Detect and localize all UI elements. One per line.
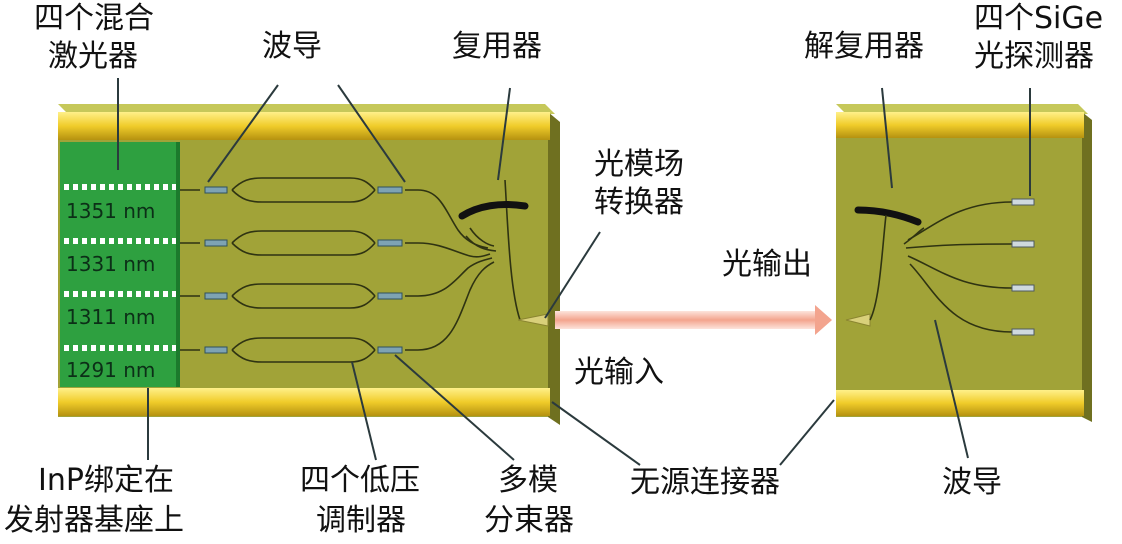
transmitter-bottom-gold-rail	[58, 388, 550, 416]
modulator-pads	[204, 186, 403, 354]
wavelength-label-1291: 1291 nm	[66, 358, 156, 382]
modulator-waveguides	[180, 177, 418, 363]
transmitter-mode-converter	[517, 313, 549, 327]
photodetectors	[1011, 198, 1035, 336]
leader-lines	[117, 78, 1031, 466]
transmitter-chip-top-face	[58, 104, 555, 114]
wavelength-label-1351: 1351 nm	[66, 199, 156, 223]
label-optical-output: 光输出	[722, 247, 812, 282]
label-modulators-line2: 调制器	[316, 503, 406, 538]
label-waveguide-top: 波导	[262, 29, 322, 64]
transmitter-chip-side-face	[548, 112, 560, 425]
routing-waveguides-rx	[869, 201, 1013, 333]
label-demux: 解复用器	[804, 29, 924, 64]
transmitter-top-gold-rail	[58, 112, 550, 140]
label-lasers-line1: 四个混合	[34, 1, 154, 36]
mux-grating	[458, 200, 529, 220]
label-mode-converter-line2: 转换器	[594, 185, 684, 220]
receiver-chip-top-face	[836, 104, 1088, 114]
label-photodetectors-line1: 四个SiGe	[974, 1, 1104, 36]
label-modulators-line1: 四个低压	[300, 463, 420, 498]
label-passive-connector: 无源连接器	[630, 465, 780, 500]
label-mux: 复用器	[452, 29, 542, 64]
label-inp-bonded-line2: 发射器基座上	[4, 503, 184, 538]
wavelength-label-1331: 1331 nm	[66, 252, 156, 276]
demux-grating	[854, 206, 922, 226]
label-photodetectors-line2: 光探测器	[974, 39, 1094, 74]
label-splitter-line2: 分束器	[484, 503, 574, 538]
label-mode-converter-line1: 光模场	[594, 147, 684, 182]
transmitter-chip	[58, 104, 560, 425]
label-waveguide-bottom: 波导	[942, 465, 1002, 500]
label-optical-input: 光输入	[574, 355, 664, 390]
label-inp-bonded-line1: InP绑定在	[38, 463, 174, 498]
label-lasers-line2: 激光器	[48, 39, 138, 74]
laser-bar-edge	[176, 142, 180, 387]
receiver-chip-body	[836, 112, 1082, 417]
receiver-chip-side-face	[1082, 112, 1092, 422]
receiver-chip	[836, 104, 1092, 422]
receiver-bottom-gold-rail	[836, 390, 1084, 416]
wavelength-label-1311: 1311 nm	[66, 305, 156, 329]
label-splitter-line1: 多模	[498, 463, 558, 498]
optical-beam	[555, 305, 832, 335]
receiver-top-gold-rail	[836, 112, 1084, 138]
routing-waveguides-tx	[417, 179, 521, 351]
